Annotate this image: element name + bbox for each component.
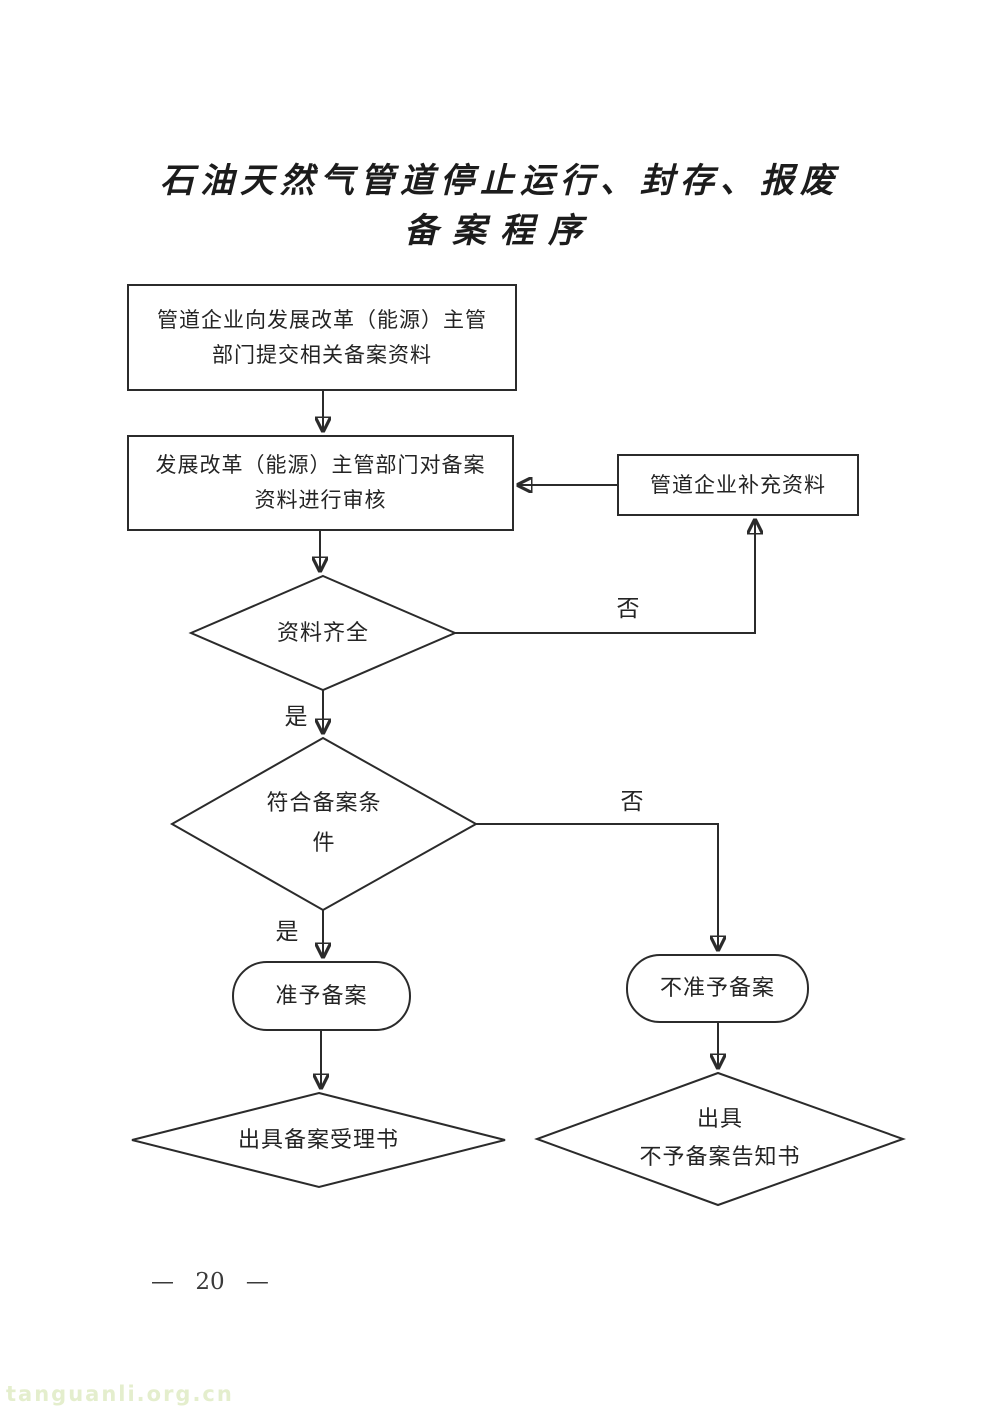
text-line: 发展改革（能源）主管部门对备案 <box>155 453 486 477</box>
text-line: 出具备案受理书 <box>237 1127 399 1153</box>
text-line: 出具 <box>696 1107 743 1132</box>
edge-label-conditions-yes: 是 <box>275 919 299 945</box>
page-title-line2: 备案程序 <box>404 211 596 251</box>
text-line: 准予备案 <box>275 983 368 1009</box>
text-line: 管道企业向发展改革（能源）主管 <box>157 307 487 332</box>
connector-conditions-no-to-reject <box>476 823 718 949</box>
approve-node-label: 准予备案 <box>233 962 410 1030</box>
issue-acceptance-node-label: 出具备案受理书 <box>132 1093 505 1187</box>
data-complete-node-label: 资料齐全 <box>191 576 455 690</box>
text-line: 件 <box>312 831 336 856</box>
text-line: 不准予备案 <box>659 976 775 1001</box>
reject-node-label: 不准予备案 <box>627 955 808 1022</box>
watermark-text: tanguanli.org.cn <box>6 1382 234 1406</box>
edge-label-complete-yes: 是 <box>284 704 308 730</box>
text-line: 资料齐全 <box>276 620 369 646</box>
submit-node-label: 管道企业向发展改革（能源）主管 部门提交相关备案资料 <box>128 285 516 390</box>
text-line: 符合备案条 <box>266 791 382 816</box>
page-number: — 20 — <box>151 1269 269 1295</box>
issue-rejection-node-label: 出具 不予备案告知书 <box>537 1073 903 1205</box>
issue-rejection-diamond-shape <box>534 1071 906 1207</box>
edge-label-complete-no: 否 <box>616 596 640 622</box>
text-line: 管道企业补充资料 <box>650 472 826 497</box>
meets-conditions-node-label: 符合备案条 件 <box>172 738 476 910</box>
page-title: 石油天然气管道停止运行、封存、报废 备案程序 <box>0 158 1000 254</box>
connector-complete-no-to-supplement <box>455 521 755 634</box>
text-line: 部门提交相关备案资料 <box>212 342 432 367</box>
issue-acceptance-diamond-shape <box>131 1091 506 1189</box>
supplement-node-label: 管道企业补充资料 <box>618 455 858 515</box>
text-line: 不予备案告知书 <box>639 1145 801 1170</box>
text-line: 资料进行审核 <box>254 488 387 512</box>
review-node-label: 发展改革（能源）主管部门对备案 资料进行审核 <box>128 436 513 530</box>
edge-label-conditions-no: 否 <box>620 789 644 815</box>
page-title-line1: 石油天然气管道停止运行、封存、报废 <box>160 161 840 201</box>
